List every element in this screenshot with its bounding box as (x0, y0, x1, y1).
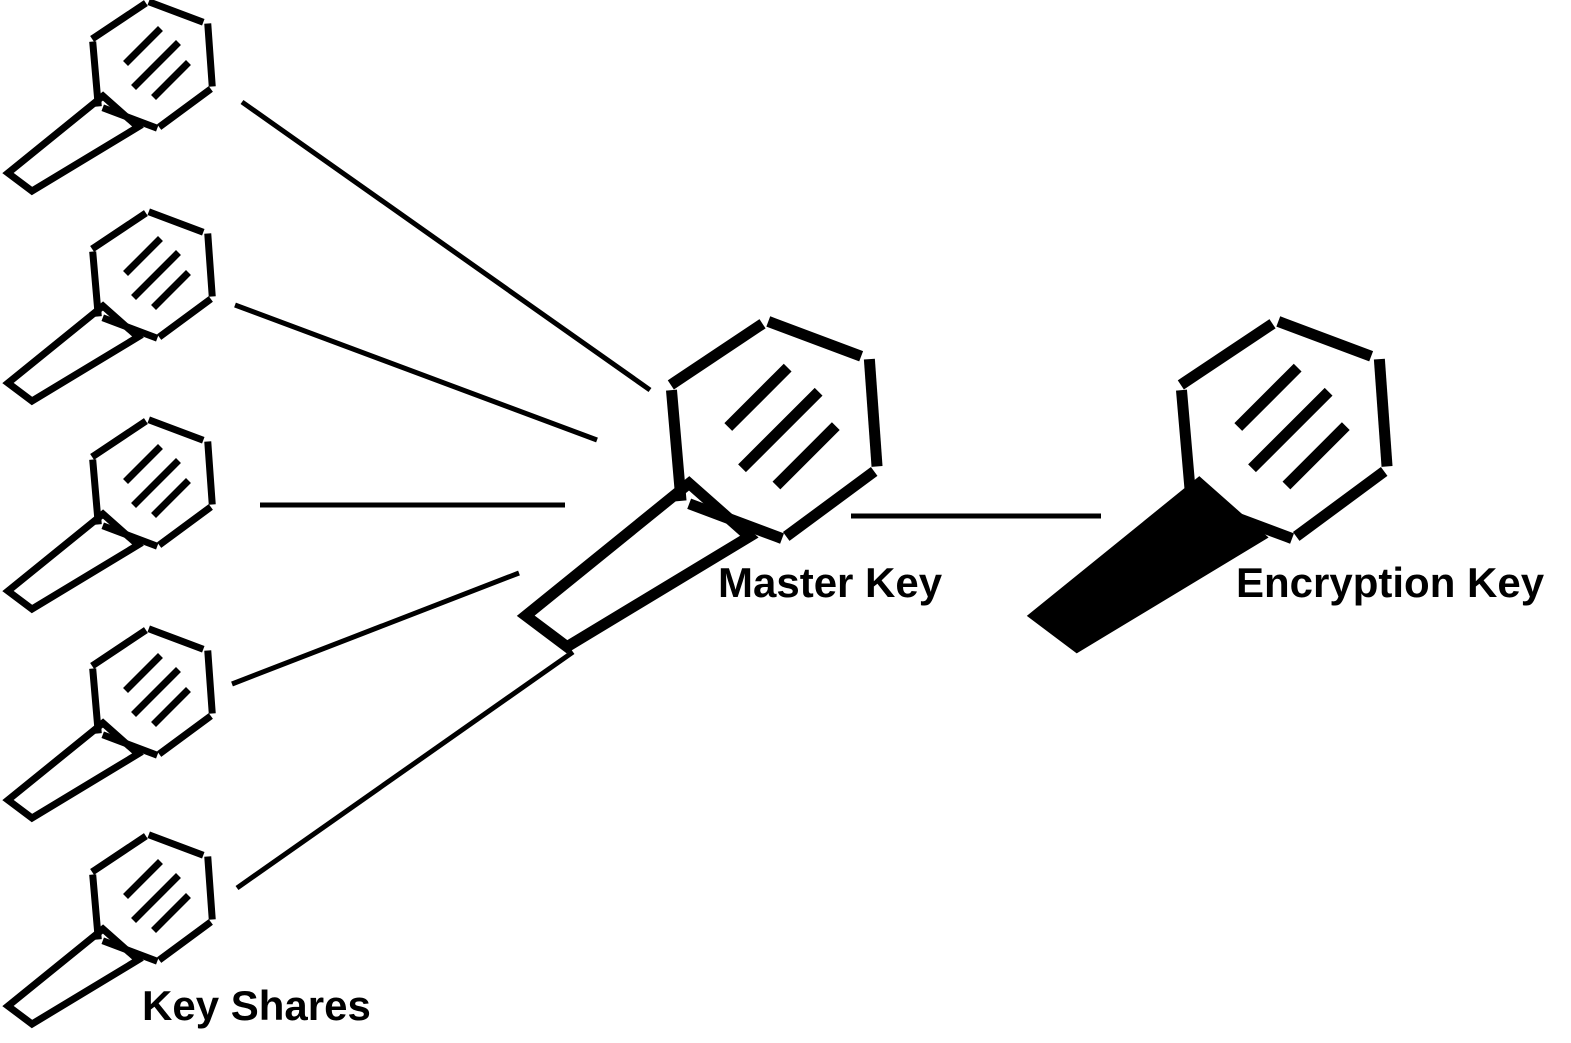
encryption-key-node (1026, 316, 1393, 654)
key-shares-group (8, 3, 212, 1024)
key-share-4 (8, 630, 212, 818)
key-share-2 (8, 213, 212, 401)
key-icon (8, 3, 212, 191)
label-key-shares: Key Shares (142, 982, 371, 1029)
key-icon (8, 421, 212, 609)
key-head-outline (1176, 316, 1393, 544)
connector-share-1 (240, 99, 652, 393)
key-share-1 (8, 3, 212, 191)
connector-share-2 (234, 302, 598, 443)
connector-share-5 (235, 649, 575, 891)
key-share-3 (8, 421, 212, 609)
connector-lines (231, 99, 1101, 891)
key-head-slashes (1234, 363, 1350, 490)
label-master-key: Master Key (718, 559, 943, 606)
key-icon (8, 213, 212, 401)
label-encryption-key: Encryption Key (1236, 559, 1545, 606)
key-shaft-filled (1026, 476, 1269, 654)
connector-share-4 (231, 570, 520, 687)
key-icon (8, 630, 212, 818)
